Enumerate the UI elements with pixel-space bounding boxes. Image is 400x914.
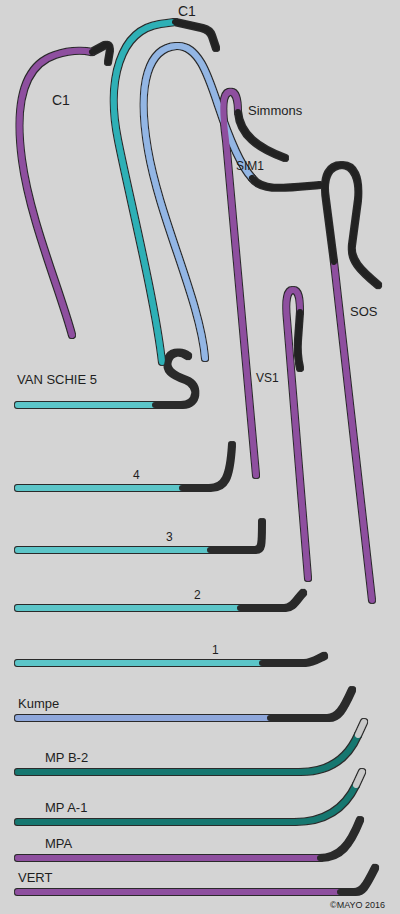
catheter-tip — [210, 522, 262, 550]
catheter-body — [18, 785, 356, 822]
catheter-tip — [298, 312, 300, 368]
catheter-label: MP B-2 — [45, 751, 88, 766]
catheter-tip — [238, 112, 285, 158]
catheter-label: SIM1 — [236, 160, 264, 174]
catheter-tip — [325, 165, 378, 285]
shape-number: 4 — [133, 469, 140, 483]
catheter-body — [18, 547, 210, 553]
catheter-body — [286, 290, 308, 578]
catheter-label: VAN SCHIE 5 — [17, 373, 97, 388]
catheter-body — [18, 855, 320, 861]
shape-number: 3 — [166, 531, 173, 545]
catheter-tip — [155, 353, 195, 405]
catheter-tip — [92, 45, 110, 62]
catheter-body — [18, 735, 358, 772]
catheter-tip — [240, 593, 303, 608]
catheter-tip — [340, 868, 375, 892]
catheter-label: MPA — [45, 837, 72, 852]
shape-number: 1 — [212, 644, 219, 658]
catheter-tip — [270, 690, 352, 718]
catheter-body — [18, 605, 240, 611]
catheter-label: SOS — [350, 305, 377, 320]
catheter-tip — [182, 445, 232, 488]
catheter-tip — [320, 820, 360, 858]
catheter-label: Simmons — [248, 104, 302, 119]
catheter-tip — [356, 772, 362, 785]
catheter-body — [19, 51, 92, 335]
catheter-label: VS1 — [256, 372, 279, 386]
catheter-body — [223, 92, 256, 475]
catheter-body — [18, 402, 155, 408]
catheter-label: C1 — [52, 92, 70, 108]
catheter-label: MP A-1 — [45, 801, 87, 816]
catheter-body — [114, 22, 175, 362]
copyright-note: ©MAYO 2016 — [330, 900, 385, 910]
catheter-tip — [262, 656, 324, 663]
catheter-label: Kumpe — [18, 697, 59, 712]
shape-number: 2 — [194, 589, 201, 603]
catheter-label: VERT — [18, 871, 52, 886]
catheter-tip — [252, 178, 320, 188]
catheter-body — [18, 715, 270, 721]
catheter-body — [18, 660, 262, 666]
catheter-body — [18, 889, 340, 895]
catheter-body — [18, 485, 182, 491]
catheter-label: C1 — [178, 3, 196, 19]
catheter-tip — [358, 722, 364, 735]
